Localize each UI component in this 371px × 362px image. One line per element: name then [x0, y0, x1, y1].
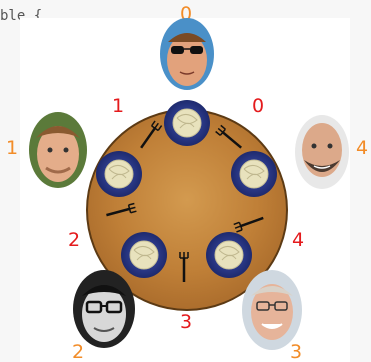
- philosopher-portrait: [73, 270, 135, 348]
- spaghetti-plate: [206, 232, 252, 278]
- table-label: 3: [180, 311, 192, 333]
- spaghetti-plate: [164, 100, 210, 146]
- philosopher-portrait: [242, 270, 302, 350]
- table-label: 0: [252, 95, 264, 117]
- spaghetti-plate: [96, 151, 142, 197]
- philosopher-portrait: [29, 112, 87, 188]
- philosopher-portrait: [295, 115, 349, 189]
- table-label: 2: [68, 229, 80, 251]
- spaghetti-plate: [121, 232, 167, 278]
- philosopher-label: 4: [356, 137, 368, 159]
- philosopher-label: 2: [72, 341, 84, 362]
- philosopher-label: 1: [6, 137, 18, 159]
- spaghetti-plate: [231, 151, 277, 197]
- philosopher-portrait: [160, 18, 214, 90]
- table-label: 4: [292, 229, 304, 251]
- philosopher-label: 3: [290, 341, 302, 362]
- table-label: 1: [112, 95, 124, 117]
